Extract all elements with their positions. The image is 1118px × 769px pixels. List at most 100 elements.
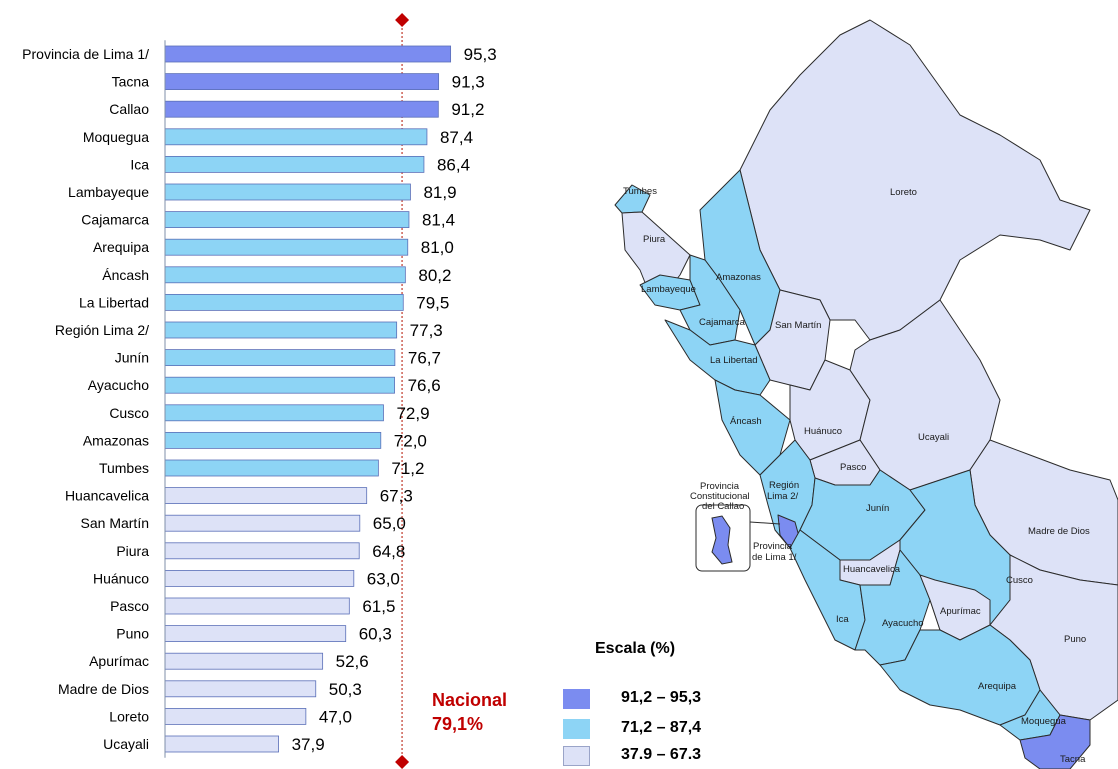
map-label-amazonas: Amazonas xyxy=(716,272,761,283)
national-reference-group xyxy=(395,13,410,769)
category-label-huancavelica: Huancavelica xyxy=(65,488,149,504)
category-label-la-libertad: La Libertad xyxy=(79,294,149,310)
category-label-loreto: Loreto xyxy=(109,708,149,724)
peru-regions-map: Tumbes Piura Lambayeque Amazonas Cajamar… xyxy=(614,19,1118,769)
callao-inset-shape xyxy=(711,515,733,565)
value-label-piura: 64,8 xyxy=(372,542,405,561)
map-label-arequipa: Arequipa xyxy=(978,681,1017,692)
bar-ancash xyxy=(164,266,406,284)
legend-swatch-high xyxy=(563,689,590,709)
category-label-puno: Puno xyxy=(116,626,149,642)
category-label-lambayeque: Lambayeque xyxy=(68,184,149,200)
map-label-huanuco: Huánuco xyxy=(804,426,842,437)
legend-title: Escala (%) xyxy=(595,640,676,657)
category-label-tumbes: Tumbes xyxy=(99,460,149,476)
value-label-la-libertad: 79,5 xyxy=(416,293,449,312)
map-label-pasco: Pasco xyxy=(840,462,866,473)
map-label-lima-provincia-1: Provincia xyxy=(753,541,793,552)
legend-label-mid: 71,2 – 87,4 xyxy=(621,719,702,736)
category-label-arequipa: Arequipa xyxy=(93,239,149,255)
value-label-tacna: 91,3 xyxy=(452,73,485,92)
map-label-callao-1: Provincia xyxy=(700,481,740,492)
category-label-region-lima-2: Región Lima 2/ xyxy=(55,322,149,338)
map-region-tacna xyxy=(1019,714,1091,769)
category-label-pasco: Pasco xyxy=(110,598,149,614)
national-value: 79,1% xyxy=(432,714,484,734)
category-label-callao: Callao xyxy=(109,101,149,117)
category-label-san-martin: San Martín xyxy=(81,515,149,531)
map-label-san-martin: San Martín xyxy=(775,320,821,331)
map-label-junin: Junín xyxy=(866,503,889,514)
bar-puno xyxy=(164,625,347,642)
map-label-cajamarca: Cajamarca xyxy=(699,317,746,328)
map-region-la-libertad xyxy=(664,319,771,396)
bar-ucayali xyxy=(164,735,279,753)
map-label-ancash: Áncash xyxy=(730,416,762,427)
map-label-madre-de-dios: Madre de Dios xyxy=(1028,526,1090,537)
category-label-madre-de-dios: Madre de Dios xyxy=(58,681,149,697)
value-label-puno: 60,3 xyxy=(359,625,392,644)
category-label-tacna: Tacna xyxy=(112,74,150,90)
bar-pasco xyxy=(164,597,350,615)
category-label-cusco: Cusco xyxy=(109,405,149,421)
callao-inset xyxy=(695,504,781,572)
bar-san-martin xyxy=(164,514,361,532)
map-label-lambayeque: Lambayeque xyxy=(641,284,696,295)
value-label-provincia-de-lima-1: 95,3 xyxy=(464,45,497,64)
value-label-loreto: 47,0 xyxy=(319,707,352,726)
value-label-ucayali: 37,9 xyxy=(292,735,325,754)
value-label-ancash: 80,2 xyxy=(418,266,451,285)
category-label-huanuco: Huánuco xyxy=(93,570,149,586)
map-label-piura: Piura xyxy=(643,234,666,245)
value-label-huancavelica: 67,3 xyxy=(380,487,413,506)
map-label-tumbes: Tumbes xyxy=(623,186,657,197)
bar-ica xyxy=(164,155,425,173)
category-label-junin: Junín xyxy=(115,350,149,366)
map-region-tumbes xyxy=(614,184,651,214)
map-label-ica: Ica xyxy=(836,614,849,625)
value-label-region-lima-2: 77,3 xyxy=(410,321,443,340)
category-label-provincia-de-lima-1: Provincia de Lima 1/ xyxy=(22,46,149,62)
category-label-moquegua: Moquegua xyxy=(83,129,149,145)
map-region-san-martin xyxy=(754,289,831,391)
value-label-amazonas: 72,0 xyxy=(394,431,427,450)
category-labels-group: Provincia de Lima 1/TacnaCallaoMoqueguaI… xyxy=(22,46,149,752)
map-label-callao-2: Constitucional xyxy=(690,491,750,502)
bar-cusco xyxy=(164,404,384,422)
value-label-callao: 91,2 xyxy=(451,100,484,119)
legend-item-mid: 71,2 – 87,4 xyxy=(563,718,823,742)
category-label-piura: Piura xyxy=(116,543,149,559)
bar-tumbes xyxy=(164,459,379,477)
bar-loreto xyxy=(164,708,307,725)
bar-madre-de-dios xyxy=(164,680,317,698)
value-label-san-martin: 65,0 xyxy=(373,514,406,533)
value-label-arequipa: 81,0 xyxy=(421,238,454,257)
map-label-region-lima-1: Región xyxy=(769,480,799,491)
bar-arequipa xyxy=(164,238,409,256)
national-average-label: Nacional 79,1% xyxy=(432,688,507,736)
map-label-apurimac: Apurímac xyxy=(940,606,981,617)
bar-lambayeque xyxy=(164,183,411,201)
category-label-ayacucho: Ayacucho xyxy=(88,377,149,393)
value-label-cajamarca: 81,4 xyxy=(422,211,455,230)
national-label: Nacional xyxy=(432,690,508,710)
value-labels-group: 95,391,391,287,486,481,981,481,080,279,5… xyxy=(292,45,497,754)
value-label-ayacucho: 76,6 xyxy=(408,376,441,395)
map-label-callao-3: del Callao xyxy=(702,501,744,512)
value-label-apurimac: 52,6 xyxy=(336,652,369,671)
legend-label-high: 91,2 – 95,3 xyxy=(621,689,702,706)
bar-tacna xyxy=(164,73,440,90)
reference-marker-bottom xyxy=(395,755,410,769)
map-label-la-libertad: La Libertad xyxy=(710,355,758,366)
bar-la-libertad xyxy=(164,293,404,311)
bar-moquegua xyxy=(164,128,428,146)
value-label-madre-de-dios: 50,3 xyxy=(329,680,362,699)
category-label-cajamarca: Cajamarca xyxy=(81,212,149,228)
value-label-moquegua: 87,4 xyxy=(440,128,473,147)
bar-amazonas xyxy=(164,431,382,449)
value-label-pasco: 61,5 xyxy=(362,597,395,616)
bar-piura xyxy=(164,542,360,560)
legend-swatch-mid xyxy=(563,719,590,739)
value-label-junin: 76,7 xyxy=(408,349,441,368)
reference-marker-top xyxy=(395,13,410,27)
